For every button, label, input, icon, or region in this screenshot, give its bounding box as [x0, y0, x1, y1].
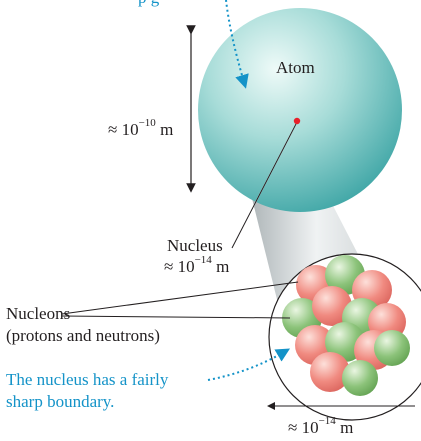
- boundary-note-line1: The nucleus has a fairly: [6, 370, 168, 390]
- atom-size-exponent: −10: [139, 117, 156, 129]
- atom-size-label: ≈ 10−10 m: [108, 120, 173, 140]
- atom-size-unit: m: [156, 120, 173, 139]
- nucleons-leader-upper: [62, 282, 298, 314]
- nucleons-leader-lower: [62, 316, 290, 318]
- nucleus-dot: [294, 118, 300, 124]
- nucleus-size-prefix: ≈ 10: [164, 257, 195, 276]
- nucleus-size-unit: m: [212, 257, 229, 276]
- bottom-size-prefix: ≈ 10: [288, 418, 319, 437]
- bottom-size-exponent: −14: [319, 415, 336, 427]
- nucleus-label: Nucleus: [167, 236, 223, 256]
- nucleons-label: Nucleons: [6, 304, 70, 324]
- atom-label: Atom: [276, 58, 315, 78]
- atom-sphere: [198, 8, 402, 212]
- top-caption-fragment: p g: [138, 0, 159, 8]
- nucleus-size-label: ≈ 10−14 m: [164, 257, 229, 277]
- nucleons-description: (protons and neutrons): [6, 326, 160, 346]
- atom-size-prefix: ≈ 10: [108, 120, 139, 139]
- boundary-note-line2: sharp boundary.: [6, 392, 114, 412]
- bottom-size-unit: m: [336, 418, 353, 437]
- nucleus-size-exponent: −14: [195, 254, 212, 266]
- nucleus-zoom-size-label: ≈ 10−14 m: [288, 418, 353, 438]
